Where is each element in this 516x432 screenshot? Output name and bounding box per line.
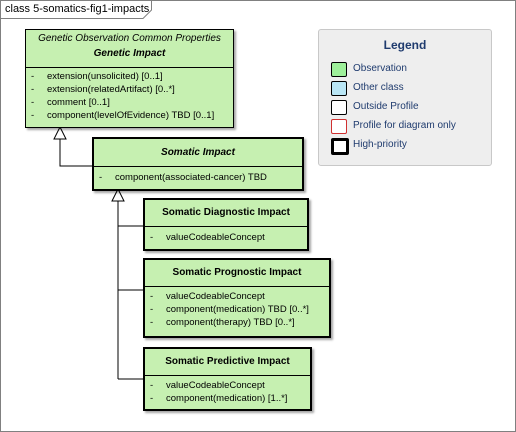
attribute-compartment: -valueCodeableConcept xyxy=(145,226,307,244)
legend-swatch xyxy=(331,100,347,115)
attribute-row: -component(associated-cancer) TBD xyxy=(99,172,267,183)
class-name: Somatic Predictive Impact xyxy=(165,356,290,367)
generalization-arrowhead xyxy=(53,125,67,140)
legend-label: Other class xyxy=(353,82,404,93)
frame-title: class 5-somatics-fig1-impacts xyxy=(5,3,150,15)
class-header: Genetic Observation Common Properties Ge… xyxy=(26,30,233,67)
class-header: Somatic Diagnostic Impact xyxy=(145,200,307,226)
legend-swatch xyxy=(331,62,347,77)
class-somatic-prognostic-impact[interactable]: Somatic Prognostic Impact -valueCodeable… xyxy=(143,258,331,338)
attribute-compartment: -extension(unsolicited) [0..1] -extensio… xyxy=(26,67,233,122)
attribute-compartment: -valueCodeableConcept -component(medicat… xyxy=(145,375,310,405)
frame-tab xyxy=(0,0,152,19)
attribute-row: -extension(relatedArtifact) [0..*] xyxy=(31,84,175,95)
attribute-row: -extension(unsolicited) [0..1] xyxy=(31,71,163,82)
class-header: Somatic Prognostic Impact xyxy=(145,260,329,286)
class-genetic-impact[interactable]: Genetic Observation Common Properties Ge… xyxy=(25,29,234,128)
legend-label: Profile for diagram only xyxy=(353,120,456,131)
class-stereotype: Genetic Observation Common Properties xyxy=(38,33,221,44)
attribute-row: -component(medication) [1..*] xyxy=(150,393,288,404)
attribute-row: -component(medication) TBD [0..*] xyxy=(150,304,309,315)
legend-label: Observation xyxy=(353,63,407,74)
attribute-row: -valueCodeableConcept xyxy=(150,380,265,391)
class-header: Somatic Impact xyxy=(94,139,302,166)
legend-label: High-priority xyxy=(353,139,407,150)
attribute-compartment: -valueCodeableConcept -component(medicat… xyxy=(145,286,329,329)
legend-title: Legend xyxy=(383,38,427,52)
attribute-row: -valueCodeableConcept xyxy=(150,291,265,302)
legend: Legend Observation Other class Outside P… xyxy=(318,29,492,166)
legend-swatch xyxy=(331,119,347,134)
attribute-compartment: -component(associated-cancer) TBD xyxy=(94,166,302,184)
class-name: Somatic Diagnostic Impact xyxy=(162,207,290,218)
class-somatic-predictive-impact[interactable]: Somatic Predictive Impact -valueCodeable… xyxy=(143,347,312,411)
class-somatic-diagnostic-impact[interactable]: Somatic Diagnostic Impact -valueCodeable… xyxy=(143,198,309,251)
legend-swatch xyxy=(331,81,347,96)
legend-swatch xyxy=(331,138,349,155)
attribute-row: -comment [0..1] xyxy=(31,97,110,108)
class-name: Somatic Prognostic Impact xyxy=(172,267,302,278)
class-header: Somatic Predictive Impact xyxy=(145,349,310,375)
attribute-row: -valueCodeableConcept xyxy=(150,232,265,243)
generalization-somatic-to-genetic xyxy=(59,139,93,167)
generalization-arrowhead xyxy=(111,187,125,202)
legend-label: Outside Profile xyxy=(353,101,419,112)
class-name: Somatic Impact xyxy=(161,147,235,158)
class-somatic-impact[interactable]: Somatic Impact -component(associated-can… xyxy=(92,137,304,191)
class-name: Genetic Impact xyxy=(93,48,166,59)
attribute-row: -component(levelOfEvidence) TBD [0..1] xyxy=(31,110,215,121)
attribute-row: -component(therapy) TBD [0..*] xyxy=(150,317,295,328)
